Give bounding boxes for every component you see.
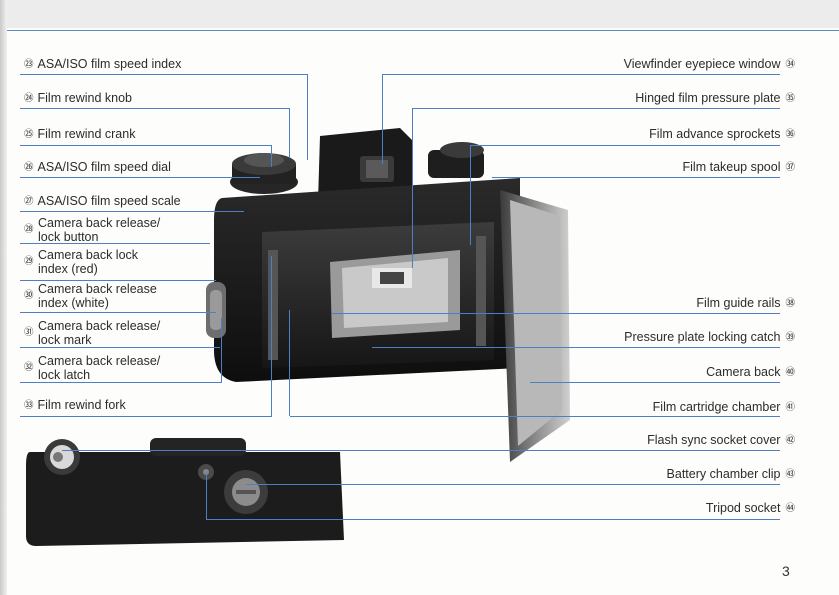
leader-25-v: [271, 145, 272, 167]
leader-27: [20, 211, 244, 212]
leader-37: [492, 177, 780, 178]
leader-31: [20, 347, 220, 348]
leader-30: [20, 312, 216, 313]
leader-23: [20, 74, 308, 75]
leader-41-v: [289, 310, 290, 416]
leader-34: [382, 74, 780, 75]
leader-32: [20, 382, 222, 383]
leader-35-v: [412, 108, 413, 268]
leader-39: [372, 347, 780, 348]
leader-25: [20, 145, 272, 146]
leader-44: [206, 519, 780, 520]
leader-38: [332, 313, 780, 314]
top-rule: [0, 30, 839, 31]
leader-35: [412, 108, 780, 109]
leader-41: [290, 416, 780, 417]
leader-28: [20, 243, 210, 244]
top-margin: [0, 0, 839, 28]
leader-44-v: [206, 472, 207, 519]
leader-43: [246, 484, 780, 485]
leader-40: [530, 382, 780, 383]
leader-34-v: [382, 74, 383, 164]
leader-29: [20, 280, 216, 281]
leader-42: [62, 450, 780, 451]
leader-24-v: [289, 108, 290, 158]
leader-23-v: [307, 74, 308, 160]
leader-24: [20, 108, 290, 109]
leader-36-v: [470, 145, 471, 245]
leader-32-v: [221, 318, 222, 382]
page-gutter: [0, 0, 7, 595]
leader-36: [470, 145, 780, 146]
leader-33-v: [271, 256, 272, 416]
page-number: 3: [782, 563, 790, 579]
leader-33: [20, 416, 272, 417]
leader-26: [20, 177, 260, 178]
